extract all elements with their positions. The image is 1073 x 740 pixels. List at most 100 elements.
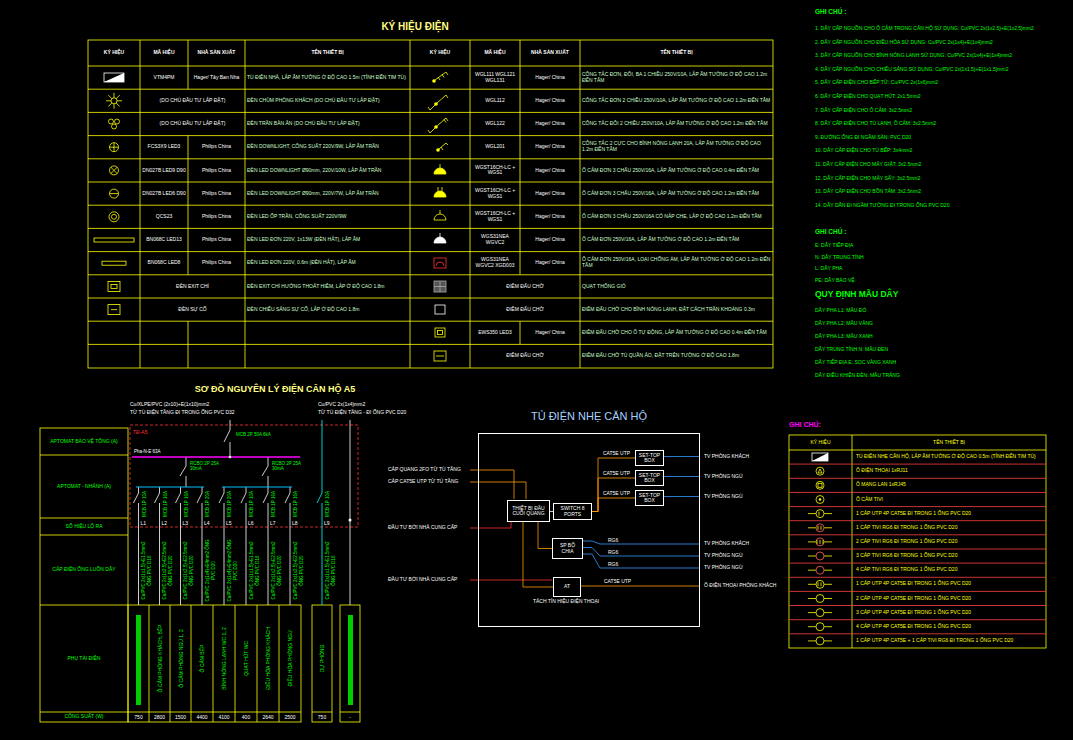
- device-label: SWITCH 8 PORTS: [556, 506, 590, 517]
- drawing-label: 1500: [171, 713, 191, 722]
- drawing-label: DỰ PHÒNG: [316, 608, 329, 708]
- drawing-label: MCB 1P 10A: [142, 490, 148, 518]
- drawing-label: 12. DÂY CẤP ĐIỆN CHO MÁY SẤY: 3x2.5mm2: [815, 176, 920, 182]
- drawing-label: WGS31NEA WGVC2 XGD003: [472, 252, 518, 275]
- drawing-label: RG6: [608, 550, 618, 556]
- drawing-label: 1 CÁP UTP 4P CAT5E ĐI TRONG 1 ỐNG PVC D2…: [856, 577, 1044, 591]
- panel-boundary-part: [130, 425, 358, 527]
- schematic-grid-part: [40, 455, 128, 712]
- drawing-label: Cu/PVC 2x(1x2.5)+E2.5mm2 ỐNG PVC D20: [270, 538, 281, 602]
- schematic-grid-part: [312, 605, 332, 722]
- drawing-label: ĐIỂM ĐẤU CHỜ TỦ QUẦN ÁO, ĐẶT TRÊN TƯỜNG …: [582, 344, 771, 367]
- drawing-label: KÝ HIỆU: [411, 40, 469, 66]
- drawing-label: Hager/ China: [522, 182, 578, 205]
- device-symbol-part: [111, 167, 117, 173]
- device-symbol-part: [112, 214, 117, 219]
- drawing-label: DN027B LED6 D90: [142, 182, 186, 205]
- drawing-label: L1: [141, 521, 147, 527]
- legend-symbol-part: [808, 514, 832, 641]
- drawing-label: MCB 1P 10A: [249, 490, 255, 518]
- power-wiring: [134, 420, 351, 605]
- drawing-label: CÁP ĐIỆN ỐNG LUỒN DÂY: [42, 535, 126, 605]
- drawing-label: Cu/PVC 2x(1x4)+E4mm2 ỐNG PVC D20: [226, 538, 237, 602]
- drawing-label: Hager/ China: [522, 252, 578, 275]
- legend-table-grid: [789, 435, 1046, 648]
- device-symbol-part: [434, 164, 446, 174]
- device-symbol-part: [110, 143, 119, 152]
- device-symbol-part: [110, 189, 119, 198]
- drawing-label: 10. DÂY CẤP ĐIỆN CHO TỦ BẾP: 3x4mm2: [815, 148, 912, 154]
- device-symbol: [94, 72, 448, 361]
- drawing-label: APTOMAT - NHÁNH (A): [42, 455, 126, 518]
- load-bar-part: [136, 615, 141, 705]
- drawing-label: TÊN THIẾT BỊ: [246, 40, 409, 66]
- drawing-label: ĐIỂM ĐẤU CHỜ CHO Ổ TỰ ĐỘNG, LẮP ÂM TƯỜNG…: [582, 321, 771, 344]
- drawing-label: 3 CÁP UTP 4P CAT5E ĐI TRONG 1 ỐNG PVC D2…: [856, 606, 1044, 620]
- drawing-label: Ổ CẮM ĐƠN 250V/16A, LẮP ÂM TƯỜNG Ở ĐỘ CA…: [582, 228, 771, 251]
- drawing-label: KÝ HIỆU: [789, 435, 852, 450]
- drawing-label: MCB 1P 20A: [227, 490, 233, 518]
- drawing-label: TÊN THIẾT BỊ: [852, 435, 1046, 450]
- drawing-label: 4. DÂY CẤP NGUỒN CHO CHIẾU SÁNG SỬ DỤNG:…: [815, 67, 1008, 73]
- device-symbol-part: [434, 351, 446, 361]
- drawing-label: ĐÈN SỰ CỐ: [142, 298, 243, 321]
- busbar: [132, 456, 352, 522]
- drawing-label: Ổ ĐIỆN THOẠI PHÒNG KHÁCH: [704, 583, 776, 589]
- drawing-label: VTM4PM: [142, 66, 186, 89]
- drawing-label: Hager/ China: [522, 159, 578, 182]
- cable-connector: [592, 498, 635, 512]
- drawing-label: CAT5E UTP: [604, 579, 631, 585]
- legend-symbol-part: [818, 483, 822, 487]
- drawing-label: L: DÂY PHA: [815, 266, 842, 272]
- cable-connector: [523, 522, 553, 587]
- device-label: SET-TOP BOX: [638, 473, 662, 484]
- drawing-label: Philips China: [190, 182, 243, 205]
- busbar-part: [136, 487, 292, 488]
- drawing-label: DÂY PHA L2: MẦU VÀNG: [815, 321, 873, 327]
- power-wiring-part: [350, 420, 351, 605]
- drawing-label: TV PHÒNG KHÁCH: [704, 541, 749, 547]
- busbar-part: [132, 456, 300, 458]
- legend-symbol-part: [816, 481, 824, 489]
- device-symbol-part: [434, 258, 446, 268]
- drawing-label: 3 CÁP TIVI RG6 ĐI TRONG 1 ỐNG PVC D20: [856, 549, 1044, 563]
- drawing-label: PE: DÂY BẢO VỆ: [815, 278, 855, 284]
- drawing-label: ĐÈN EXIT CHỈ HƯỚNG THOÁT HIỂM, LẮP Ở ĐỘ …: [247, 275, 408, 298]
- device-box: SET-TOP BOX: [635, 450, 664, 466]
- drawing-label: 2500: [280, 713, 300, 722]
- schematic-grid-part: [340, 605, 360, 722]
- legend-symbol-part: [818, 469, 822, 473]
- drawing-label: TÁCH TÍN HIỆU ĐIỆN THOẠI: [520, 599, 612, 605]
- drawing-label: MCB 1P 16A: [271, 490, 277, 518]
- drawing-label: 6. DÂY CẤP ĐIỆN CHO QUẠT HÚT: 2x1.5mm2: [815, 94, 921, 100]
- cable-label: CAT5E UTP: [603, 471, 630, 477]
- cable-connector: [538, 522, 552, 549]
- drawing-label: Hager/ China: [522, 321, 578, 344]
- symbol-table-grid-part: [88, 40, 773, 368]
- drawing-label: Hager/ China: [522, 205, 578, 228]
- drawing-label: MCB 2P 50A 6kA: [236, 432, 281, 437]
- device-symbol-part: [435, 305, 445, 314]
- device-symbol-part: [104, 73, 124, 82]
- drawing-label: Cu/PVC 2x(1x2.5)+E2.5mm2 ỐNG PVC D20: [162, 538, 173, 602]
- drawing-label: CÔNG TẮC ĐƠN, ĐÔI, BA 1 CHIỀU 250V/10A, …: [582, 66, 771, 89]
- power-wiring-part: [180, 457, 268, 487]
- device-symbol-part: [434, 210, 446, 220]
- drawing-label: 400: [236, 713, 256, 722]
- busbar-part: [229, 456, 232, 459]
- drawing-label: (DO CHỦ ĐẦU TƯ LẮP ĐẶT): [142, 89, 243, 112]
- sheet-title: KÝ HIỆU ĐIỆN: [325, 21, 505, 33]
- drawing-label: PHỤ TẢI ĐIỆN: [42, 605, 126, 712]
- load-bar-part: [348, 615, 353, 705]
- drawing-label: GHI CHÚ:: [789, 421, 821, 429]
- drawing-label: 2 CÁP UTP 4P CAT5E ĐI TRONG 1 ỐNG PVC D2…: [856, 591, 1044, 605]
- drawing-label: 750: [129, 713, 149, 722]
- drawing-label: CÔNG SUẤT (W): [42, 712, 126, 722]
- drawing-label: ĐÈN CHIẾU SÁNG SỰ CỐ, LẮP Ở ĐỘ CAO 1.8m: [247, 298, 408, 321]
- drawing-label: BN068C LED13: [142, 228, 186, 251]
- schematic-grid-part: [312, 712, 332, 713]
- drawing-label: CÔNG TẮC ĐÔI 2 CHIỀU 250V/10A, LẮP ÂM TƯ…: [582, 112, 771, 135]
- legend-symbol-part: [816, 637, 824, 645]
- device-symbol-part: [102, 261, 126, 265]
